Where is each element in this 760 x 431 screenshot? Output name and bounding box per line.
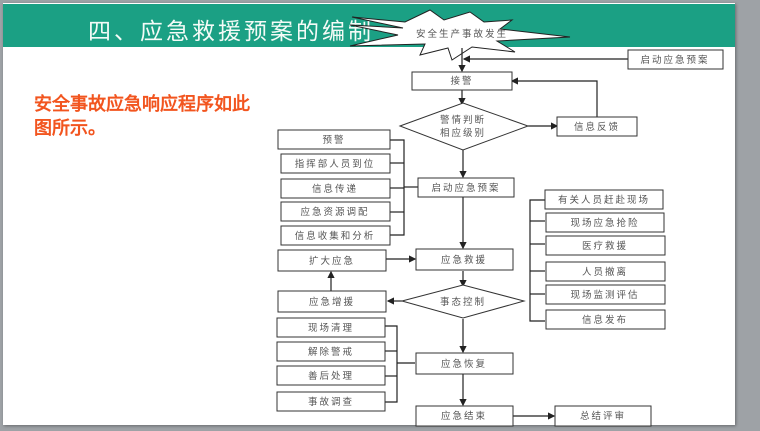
feedback-box <box>556 116 638 137</box>
rescue-action-box <box>544 189 664 210</box>
activation-step-box <box>280 225 391 246</box>
recovery-step-box <box>276 391 386 412</box>
rescue-box <box>415 248 514 271</box>
recovery-step-label: 善后处理 <box>308 370 354 382</box>
rescue-action-label: 人员撤离 <box>582 266 628 278</box>
activation-step-label: 预警 <box>322 134 345 146</box>
connector <box>385 325 398 403</box>
receive-alarm-label: 接警 <box>450 75 473 87</box>
title-bar: 四、应急救援预案的编制 <box>3 4 735 47</box>
activation-step-label: 指挥部人员到位 <box>295 158 376 170</box>
recovery-label: 应急恢复 <box>441 358 487 370</box>
description-text: 安全事故应急响应程序如此图所示。 <box>34 94 250 139</box>
rescue-action-label: 信息发布 <box>582 314 628 326</box>
rescue-action-label: 有关人员赶赴现场 <box>558 194 650 206</box>
activation-step-label: 应急资源调配 <box>300 206 369 218</box>
activation-step-box <box>280 178 391 199</box>
activation-step-box <box>277 129 391 150</box>
control-diamond <box>400 284 526 319</box>
recovery-step-label: 解除警戒 <box>308 346 354 358</box>
review-box <box>554 405 652 427</box>
recovery-step-box <box>276 317 386 338</box>
recovery-step-box <box>276 365 386 386</box>
connector <box>529 199 545 322</box>
activation-step-box <box>280 201 391 222</box>
activation-step-label: 信息收集和分析 <box>295 230 376 242</box>
rescue-action-box <box>545 309 666 330</box>
recovery-box <box>415 352 514 375</box>
connector <box>510 77 598 118</box>
review-label: 总结评审 <box>580 410 626 422</box>
rescue-action-label: 现场应急抢险 <box>570 217 639 229</box>
expand-box <box>277 249 387 272</box>
receive-alarm-box <box>411 71 513 91</box>
recovery-step-box <box>276 341 386 362</box>
rescue-action-box <box>545 284 666 305</box>
judge-diamond <box>398 102 530 151</box>
judge-label-line1: 警情判断 <box>440 114 486 126</box>
recovery-step-label: 现场清理 <box>308 322 354 334</box>
rescue-label: 应急救援 <box>441 254 487 266</box>
activate-plan-label: 启动应急预案 <box>431 182 500 194</box>
rescue-action-label: 现场监测评估 <box>570 289 639 301</box>
end-label: 应急结束 <box>441 410 487 422</box>
reinforce-label: 应急增援 <box>309 296 355 308</box>
rescue-action-label: 医疗救援 <box>582 240 628 252</box>
judge-label-line2: 相应级别 <box>440 127 486 139</box>
activation-step-label: 信息传递 <box>312 183 358 195</box>
rescue-action-box <box>545 261 666 282</box>
activate-plan-top-box <box>627 49 724 70</box>
activate-plan-top-label: 启动应急预案 <box>640 54 709 66</box>
start-event-starburst: 安全生产事故发生 <box>349 9 571 61</box>
expand-label: 扩大应急 <box>309 255 355 267</box>
control-label: 事态控制 <box>440 296 486 308</box>
slide-title: 四、应急救援预案的编制 <box>88 19 374 45</box>
end-box <box>415 405 514 427</box>
start-event-label: 安全生产事故发生 <box>416 28 508 40</box>
activate-plan-box <box>417 177 515 198</box>
rescue-action-box <box>545 235 666 256</box>
activation-step-box <box>280 153 391 174</box>
rescue-action-box <box>545 212 665 233</box>
recovery-step-label: 事故调查 <box>308 396 354 408</box>
feedback-label: 信息反馈 <box>574 121 620 133</box>
reinforce-box <box>277 290 387 313</box>
